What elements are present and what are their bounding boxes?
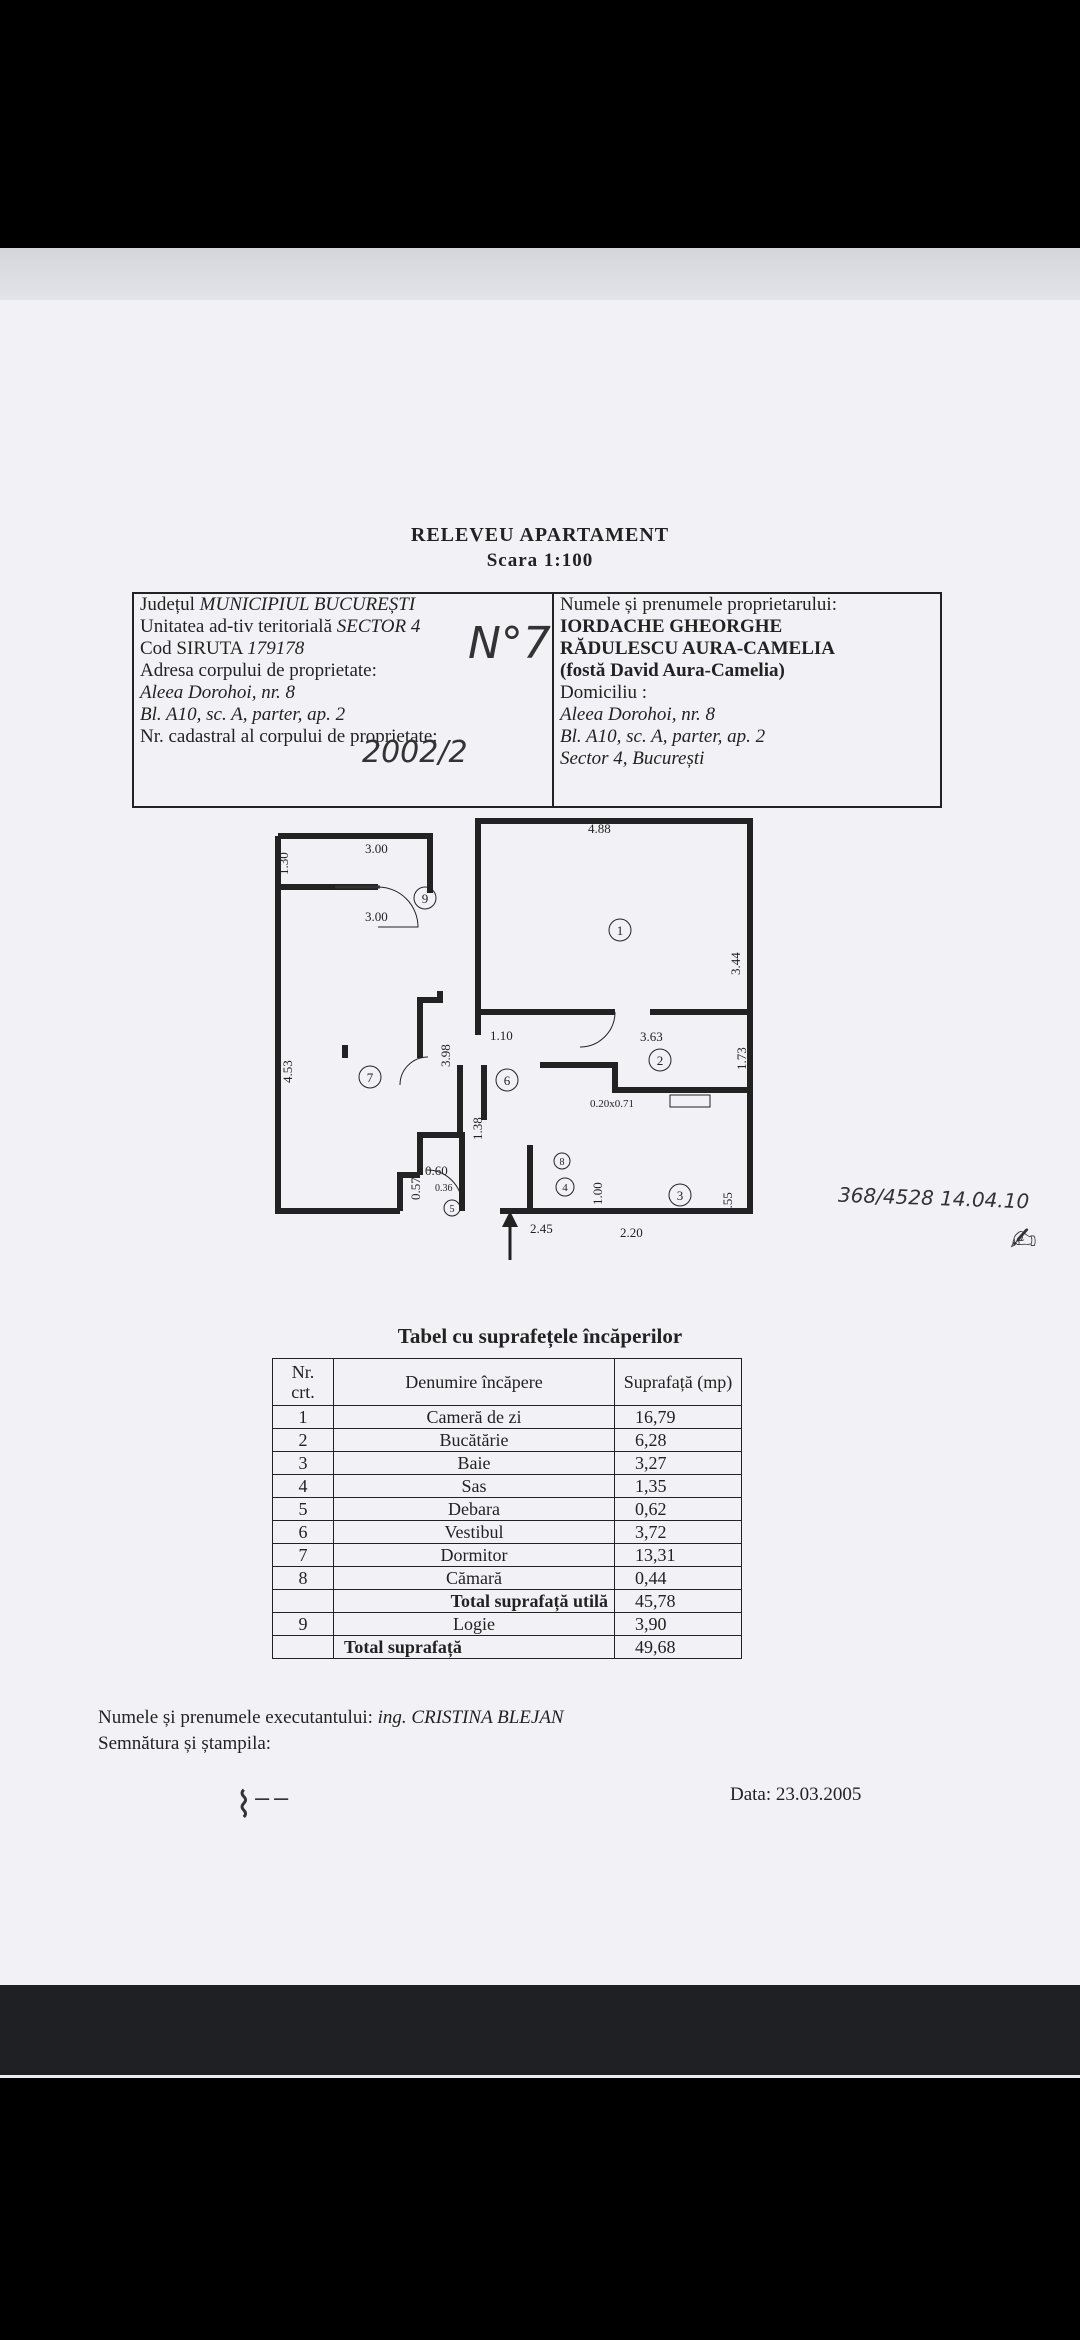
bath-fixture — [669, 1094, 711, 1108]
dim-1-73: 1.73 — [734, 1047, 749, 1070]
dimensions-group: 4.88 3.00 1.30 3.00 3.44 4.53 3.98 1.10 … — [276, 821, 749, 1240]
door-arcs — [377, 886, 616, 1206]
dim-1-00: 1.00 — [590, 1182, 605, 1205]
dom-line-3: Sector 4, București — [560, 748, 705, 769]
document-sheet — [0, 300, 1080, 2000]
owner-2: RĂDULESCU AURA-CAMELIA — [560, 638, 835, 659]
room-markers: 1 2 3 4 5 6 7 9 8 — [358, 886, 692, 1217]
date-label: Data: — [730, 1784, 772, 1805]
document-title: RELEVEU APARTAMENT — [410, 524, 670, 546]
room-5-label: 5 — [450, 1204, 455, 1215]
room-1-label: 1 — [617, 923, 624, 938]
unitate-value: SECTOR 4 — [336, 616, 421, 637]
judet-value: MUNICIPIUL BUCUREȘTI — [199, 594, 416, 615]
dim-3-00-mid: 3.00 — [365, 909, 388, 924]
dim-4-88: 4.88 — [588, 821, 611, 836]
room-7-label: 7 — [367, 1070, 374, 1085]
siruta-value: 179178 — [247, 638, 305, 659]
signature-icon: ⌇⁻⁻ — [235, 1785, 291, 1826]
dim-2-45: 2.45 — [530, 1221, 553, 1236]
room-3-label: 3 — [677, 1188, 684, 1203]
adresa-label: Adresa corpului de proprietate: — [140, 660, 377, 681]
dim-0-36: 0.36 — [435, 1183, 453, 1194]
room-9-label: 9 — [422, 891, 429, 906]
info-divider — [552, 594, 554, 806]
owner-label: Numele și prenumele proprietarului: — [560, 594, 837, 615]
dim-1-38: 1.38 — [470, 1117, 485, 1140]
judet-label: Județul — [140, 594, 195, 615]
room-6-label: 6 — [504, 1073, 511, 1088]
date-value: 23.03.2005 — [775, 1784, 862, 1805]
semnatura-label: Semnătura și ștampila: — [98, 1733, 272, 1754]
dim-1-10: 1.10 — [490, 1028, 513, 1043]
dim-3-00-top: 3.00 — [365, 841, 388, 856]
header-area: Suprafață (mp) — [614, 1358, 742, 1406]
owner-1: IORDACHE GHEORGHE — [560, 616, 783, 637]
dim-0-20x0-71: 0.20x0.71 — [590, 1098, 634, 1110]
executant-line: Numele și prenumele executantului: ing. … — [98, 1707, 564, 1729]
executant-value: ing. CRISTINA BLEJAN — [377, 1707, 564, 1728]
owner-3: (fostă David Aura-Camelia) — [560, 660, 785, 681]
dim-4-53: 4.53 — [280, 1060, 295, 1083]
dom-line-2: Bl. A10, sc. A, parter, ap. 2 — [560, 726, 766, 747]
info-right: Numele și prenumele proprietarului: IORD… — [560, 594, 940, 806]
dim-0-57: 0.57 — [408, 1177, 423, 1200]
header-nr: Nr. crt. — [272, 1358, 334, 1406]
plan-walls — [275, 818, 753, 1214]
entrance-arrow-icon — [502, 1211, 518, 1260]
table-title: Tabel cu suprafețele încăperilor — [397, 1324, 683, 1348]
domiciliu-label: Domiciliu : — [560, 682, 648, 703]
handwritten-cadastral: 2002/2 — [362, 735, 468, 770]
dim-2-20: 2.20 — [620, 1225, 643, 1240]
cadastral-label: Nr. cadastral al corpului de proprietate… — [140, 726, 438, 747]
date-line: Data: 23.03.2005 — [730, 1784, 861, 1806]
room-2-label: 2 — [657, 1053, 664, 1068]
areas-table: Nr. crt. Denumire încăpere Suprafață (mp… — [272, 1358, 742, 1659]
siruta-label: Cod SIRUTA — [140, 638, 243, 659]
bottom-dark-area — [0, 1985, 1080, 2075]
header-name: Denumire încăpere — [333, 1358, 615, 1406]
info-box: Județul MUNICIPIUL BUCUREȘTI Unitatea ad… — [132, 592, 942, 808]
executant-label: Numele și prenumele executantului: — [98, 1707, 373, 1728]
dom-line-1: Aleea Dorohoi, nr. 8 — [560, 704, 715, 725]
info-left: Județul MUNICIPIUL BUCUREȘTI Unitatea ad… — [140, 594, 550, 806]
document-scale: Scara 1:100 — [486, 550, 594, 571]
room-4-label: 4 — [562, 1182, 568, 1194]
room-8-label: 8 — [560, 1157, 565, 1168]
handwritten-mark: N°7 — [468, 618, 551, 669]
dim-3-63: 3.63 — [640, 1029, 663, 1044]
dim-0-60: 0.60 — [425, 1163, 448, 1178]
adresa-line2: Bl. A10, sc. A, parter, ap. 2 — [140, 704, 346, 725]
floor-plan: 4.88 3.00 1.30 3.00 3.44 4.53 3.98 1.10 … — [275, 818, 753, 1260]
table-header-row: Nr. crt. Denumire încăpere Suprafață (mp… — [272, 1358, 742, 1406]
dim-1-30: 1.30 — [276, 852, 291, 875]
dim-3-98: 3.98 — [438, 1044, 453, 1067]
handwritten-side-initials-icon: ✍ — [1010, 1220, 1037, 1258]
dim-1-55: 1.55 — [720, 1192, 735, 1215]
dim-3-44: 3.44 — [728, 952, 743, 975]
adresa-line1: Aleea Dorohoi, nr. 8 — [140, 682, 295, 703]
unitate-label: Unitatea ad-tiv teritorială — [140, 616, 333, 637]
